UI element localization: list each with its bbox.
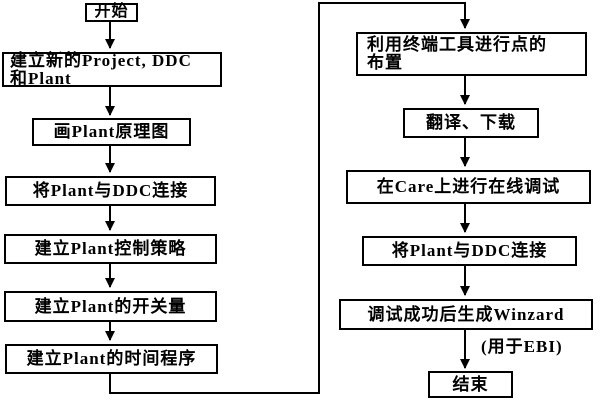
node-connect-plant-ddc-2-label: 将Plant与DDC连接 bbox=[391, 241, 548, 261]
node-create-project-line1: 建立新的Project, DDC bbox=[10, 50, 192, 70]
node-generate-winzard: 调试成功后生成Winzard bbox=[339, 299, 593, 330]
node-create-project: 建立新的Project, DDC 和Plant bbox=[2, 50, 222, 88]
connector-wraparound-to-terminal-points bbox=[109, 2, 470, 394]
node-connect-plant-ddc-2: 将Plant与DDC连接 bbox=[362, 236, 577, 266]
node-control-strategy: 建立Plant控制策略 bbox=[4, 234, 217, 264]
node-terminal-points-line1: 利用终端工具进行点的 bbox=[367, 35, 547, 55]
node-draw-plant-label: 画Plant原理图 bbox=[53, 122, 170, 142]
node-control-strategy-label: 建立Plant控制策略 bbox=[34, 239, 187, 259]
node-draw-plant: 画Plant原理图 bbox=[32, 118, 191, 146]
node-connect-plant-ddc: 将Plant与DDC连接 bbox=[5, 176, 216, 206]
node-time-program-label: 建立Plant的时间程序 bbox=[26, 349, 197, 369]
node-translate-download: 翻译、下载 bbox=[403, 108, 539, 138]
node-switch-volume-label: 建立Plant的开关量 bbox=[34, 296, 187, 316]
node-start: 开始 bbox=[85, 3, 138, 22]
node-translate-download-label: 翻译、下载 bbox=[426, 113, 516, 133]
node-terminal-points: 利用终端工具进行点的 布置 bbox=[356, 32, 587, 76]
node-terminal-points-line2: 布置 bbox=[367, 53, 403, 72]
winzard-note: (用于EBI) bbox=[481, 332, 563, 357]
node-switch-volume: 建立Plant的开关量 bbox=[4, 291, 217, 322]
node-create-project-line2: 和Plant bbox=[10, 68, 72, 88]
node-time-program: 建立Plant的时间程序 bbox=[5, 344, 218, 374]
node-start-label: 开始 bbox=[94, 3, 129, 21]
node-connect-plant-ddc-label: 将Plant与DDC连接 bbox=[32, 181, 189, 201]
winzard-note-label: (用于EBI) bbox=[481, 337, 563, 356]
node-online-debug-label: 在Care上进行在线调试 bbox=[376, 177, 561, 197]
node-end-label: 结束 bbox=[452, 374, 489, 394]
node-end: 结束 bbox=[428, 371, 513, 398]
node-online-debug: 在Care上进行在线调试 bbox=[346, 170, 591, 204]
node-generate-winzard-label: 调试成功后生成Winzard bbox=[367, 304, 565, 324]
